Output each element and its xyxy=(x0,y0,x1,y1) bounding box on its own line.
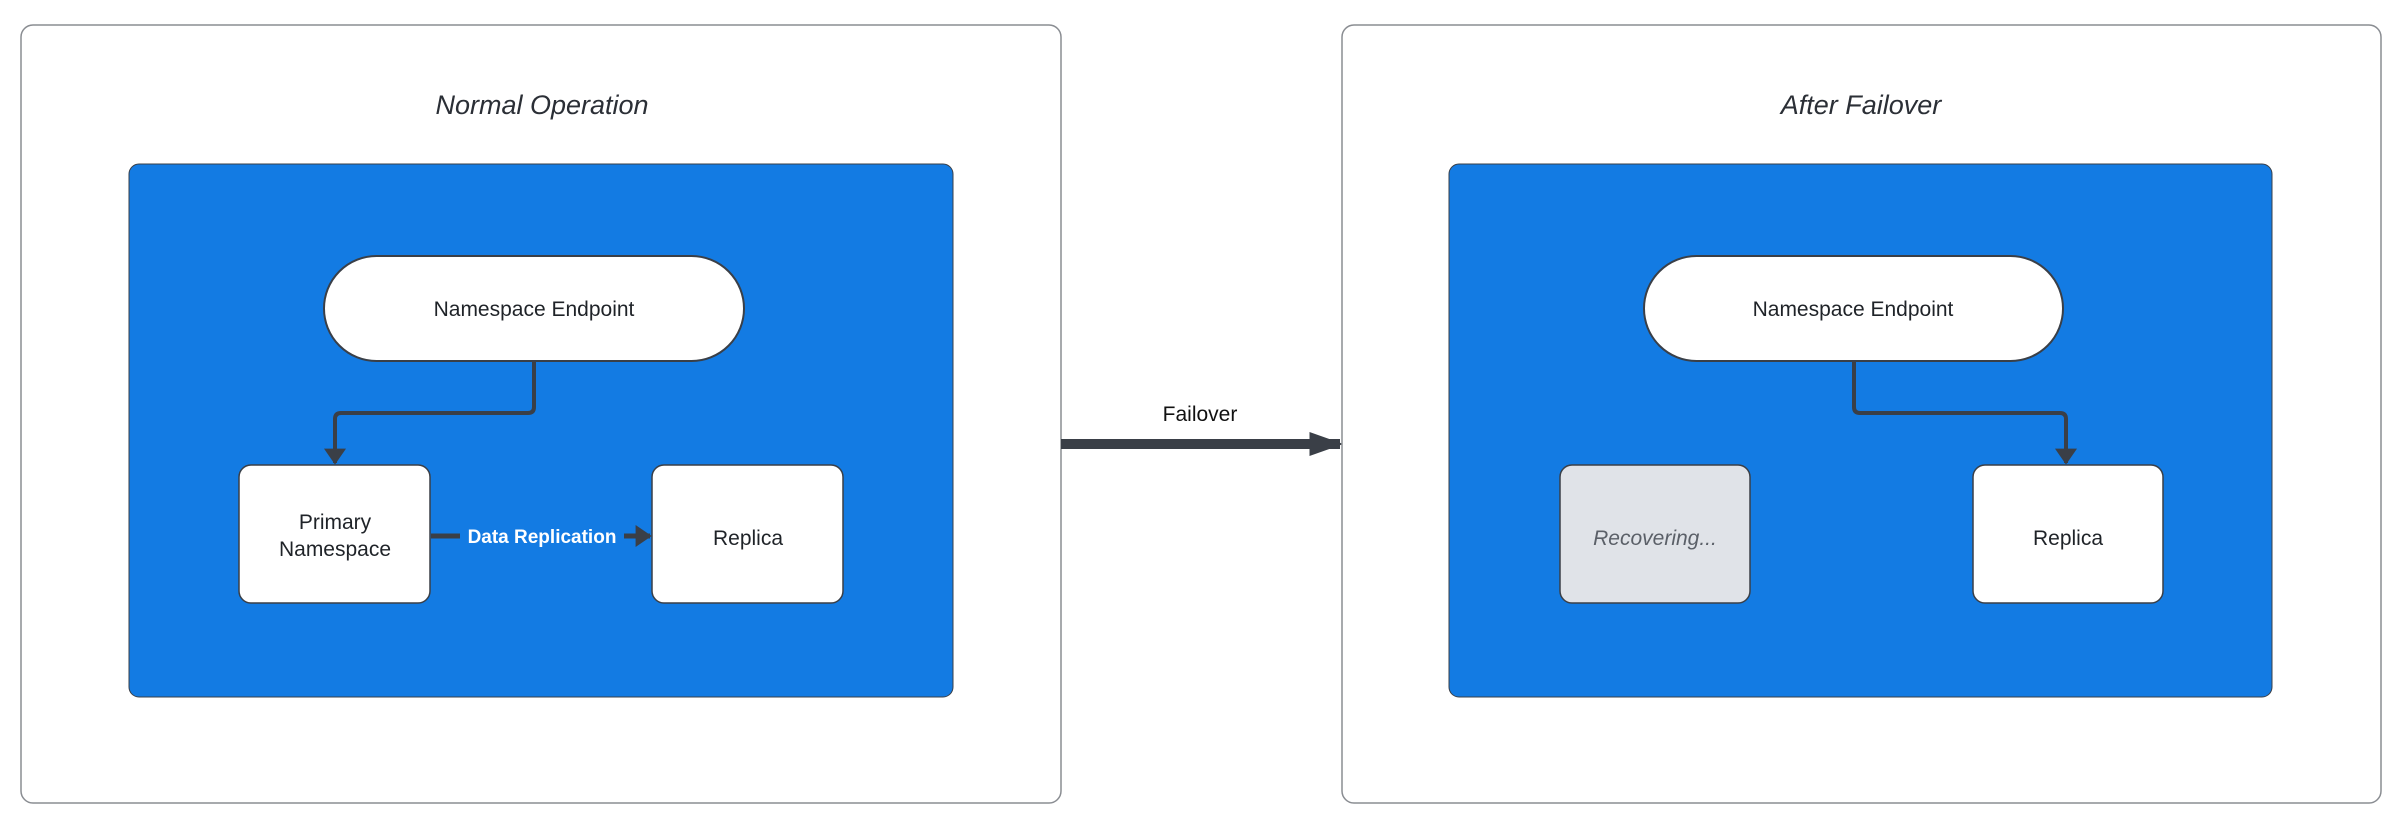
failover-transition: Failover xyxy=(1061,403,1344,456)
node-label: Primary xyxy=(299,511,372,534)
panel-title: After Failover xyxy=(1779,90,1943,120)
node-label: Namespace Endpoint xyxy=(1753,298,1954,321)
node-label: Namespace Endpoint xyxy=(434,298,635,321)
node-label: Replica xyxy=(713,527,783,550)
node-label: Namespace xyxy=(279,538,391,561)
normal-operation-panel: Normal Operation Namespace Endpoint Prim… xyxy=(20,24,1062,804)
after-failover-panel: After Failover Namespace Endpoint Recove… xyxy=(1341,24,2382,804)
namespace-container xyxy=(128,163,954,698)
namespace-endpoint-node[interactable]: Namespace Endpoint xyxy=(1643,255,2064,362)
node-label: Replica xyxy=(2033,527,2103,550)
namespace-container xyxy=(1448,163,2273,698)
node-label: Recovering... xyxy=(1593,527,1717,550)
failover-label: Failover xyxy=(1163,403,1238,426)
replica-node[interactable]: Replica xyxy=(651,464,844,604)
recovering-node[interactable]: Recovering... xyxy=(1559,464,1751,604)
replica-node[interactable]: Replica xyxy=(1972,464,2164,604)
primary-namespace-node[interactable]: Primary Namespace xyxy=(238,464,431,604)
panel-title: Normal Operation xyxy=(435,90,648,120)
namespace-endpoint-node[interactable]: Namespace Endpoint xyxy=(323,255,745,362)
edge-label: Data Replication xyxy=(468,527,617,548)
endpoint-to-primary-connector xyxy=(324,361,536,465)
endpoint-to-replica-connector xyxy=(1852,361,2077,465)
